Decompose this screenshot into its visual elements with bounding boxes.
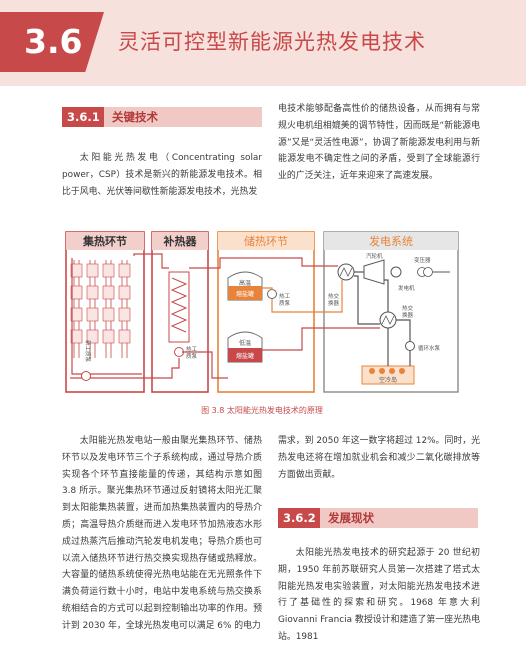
transformer-label: 变压器 <box>414 256 431 264</box>
hx1-label-1: 热交 <box>328 292 340 300</box>
circ-pump-label: 循环水泵 <box>418 344 441 352</box>
power-label: 发电系统 <box>369 234 413 248</box>
heat-exchanger-1-zigzag <box>339 267 353 277</box>
storage-pump-label-2: 质泵 <box>279 299 291 307</box>
hot-pump-label-1: 热工 <box>186 345 198 353</box>
cold-salt-tank <box>227 331 263 363</box>
circulation-pump-symbol <box>405 341 415 351</box>
paragraph-intro-right: 电技术能够配备高性价的储热设备，从而拥有与常规火电机组相媲美的调节特性，因而既是… <box>278 104 480 182</box>
hot-pump-label-2: 质泵 <box>186 352 198 360</box>
paragraph-intro-left: 太阳能光热发电（Concentrating solar power，CSP）技术… <box>62 153 262 197</box>
storage-label: 储热环节 <box>244 234 288 248</box>
generator-label: 发电机 <box>398 284 415 292</box>
paragraph-outlook: 需求，到 2050 年这一数字将超过 12%。同时，光热发电还将在增加就业机会和… <box>278 436 480 480</box>
paragraph-history: 太阳能光热发电技术的研究起源于 20 世纪初期，1950 年前苏联研究人员第一次… <box>278 548 480 642</box>
cold-tank-label-2: 熔盐罐 <box>236 352 254 360</box>
chapter-title: 灵活可控型新能源光热发电技术 <box>118 30 426 54</box>
hot-tank-label-2: 熔盐罐 <box>236 290 254 298</box>
generator-symbol <box>390 266 402 278</box>
turbine-symbol <box>363 259 385 285</box>
hot-tank-label-1: 高温 <box>239 279 251 287</box>
cooling-fans <box>369 368 405 374</box>
power-header <box>324 232 458 250</box>
heat-exchanger-2-zigzag <box>381 315 395 325</box>
loop-pump-symbol <box>81 371 91 381</box>
hx1-label-2: 换器 <box>328 299 340 307</box>
hx2-label-2: 换器 <box>402 311 414 319</box>
chapter-number-badge: 3.6 <box>0 12 104 72</box>
hot-salt-tank <box>227 271 263 301</box>
storage-header <box>218 232 314 250</box>
heater-header <box>152 232 208 250</box>
turbine-label: 汽轮机 <box>366 252 383 260</box>
solar-mirror-array <box>70 260 131 358</box>
collector-label: 集热环节 <box>82 234 127 248</box>
csp-principle-diagram: 集热环节 补热器 热工 质泵 储热环节 <box>65 231 459 393</box>
section-number: 3.6.1 <box>62 107 105 127</box>
heater-coil <box>170 277 188 333</box>
section-heading-key-tech: 3.6.1 关键技术 <box>62 107 262 127</box>
cold-tank-label-1: 低温 <box>239 339 251 347</box>
section-heading-status: 3.6.2 发展现状 <box>278 508 478 528</box>
piping <box>70 253 411 379</box>
figure-caption: 图 3.8 太阳能光热发电技术的原理 <box>201 406 323 415</box>
section-title: 关键技术 <box>104 107 262 127</box>
paragraph-structure: 太阳能光热发电站一般由聚光集热环节、储热环节以及发电环节三个子系统构成，通过导热… <box>62 436 262 631</box>
section-title: 发展现状 <box>320 508 478 528</box>
storage-pump-symbol <box>267 289 277 299</box>
heater-label: 补热器 <box>163 234 198 248</box>
storage-pump-label-1: 热工 <box>279 292 291 300</box>
loop-pump-label: 新工质泵 <box>84 340 92 363</box>
hx2-label-1: 热交 <box>402 304 414 312</box>
transformer-symbol-2 <box>423 267 433 277</box>
air-cooling-label: 空冷岛 <box>379 376 397 384</box>
chapter-number: 3.6 <box>24 22 83 61</box>
section-number: 3.6.2 <box>278 508 321 528</box>
collector-header <box>66 232 144 250</box>
